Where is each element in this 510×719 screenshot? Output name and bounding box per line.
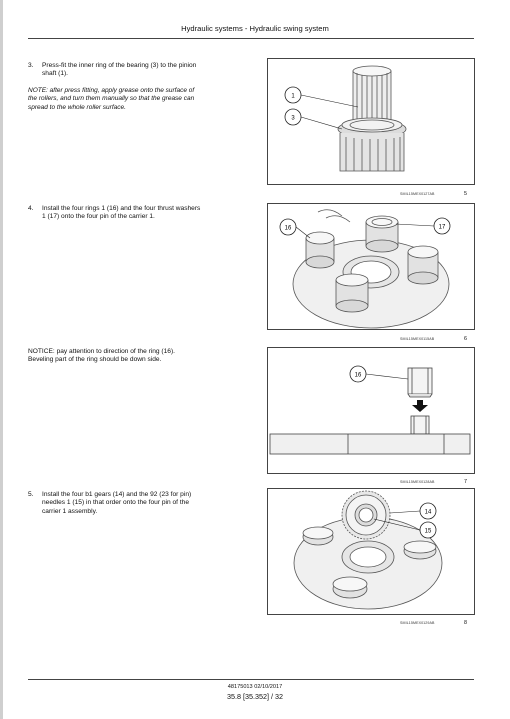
planet-gear	[341, 490, 391, 540]
notice-line-2: Beveling part of the ring should be down…	[28, 356, 162, 364]
figure-8-gears-needles: 14 15	[267, 488, 475, 615]
callout-3: 3	[284, 108, 302, 126]
gears-needles-illustration: 14 15	[293, 490, 443, 610]
step-text-line-2: needles 1 (15) in that order onto the fo…	[42, 499, 189, 507]
carrier-rings-illustration: 16 17	[279, 209, 451, 329]
ring-post-left	[302, 526, 334, 546]
step-text-line-1: Press-fit the inner ring of the bearing …	[42, 62, 197, 69]
note-line-2: the rollers, and turn them manually so t…	[28, 95, 195, 103]
step-text-line-3: carrier 1 assembly.	[42, 507, 98, 515]
callout-15: 15	[419, 521, 437, 539]
footer-rule	[28, 679, 474, 680]
figure-number: 5	[464, 191, 467, 197]
page-edge	[0, 0, 3, 719]
figure-code: SMIL15MEX0115AB	[400, 337, 435, 341]
step-text-line-1: Install the four rings 1 (16) and the fo…	[42, 205, 201, 212]
step-number: 4.	[28, 205, 34, 212]
callout-16: 16	[349, 365, 367, 383]
figure-5-pinion-bearing: 1 3	[267, 58, 475, 185]
callout-label: 16	[355, 373, 362, 379]
callout-label: 17	[439, 225, 446, 231]
callout-label: 3	[291, 116, 295, 122]
figure-number: 6	[464, 336, 467, 342]
ring-post-left	[305, 231, 335, 269]
ring-post-top	[365, 215, 399, 253]
notice-ring-direction: NOTICE: pay attention to direction of th…	[28, 348, 258, 365]
figure-code: SMIL15MEX0127AB	[400, 192, 435, 196]
page-header: Hydraulic systems - Hydraulic swing syst…	[181, 24, 329, 33]
step-number: 5.	[28, 491, 34, 498]
figure-6-carrier-rings: 16 17	[267, 203, 475, 330]
header-rule	[28, 38, 474, 39]
callout-label: 16	[285, 226, 292, 232]
callout-14: 14	[419, 502, 437, 520]
figure-7-ring-direction: 16	[267, 347, 475, 474]
pinion-bearing-illustration: 1 3	[284, 65, 407, 172]
step-text-line-1: Install the four b1 gears (14) and the 9…	[42, 491, 192, 498]
ring-direction-illustration: 16	[269, 365, 471, 455]
ring-post-bottom	[332, 576, 368, 599]
ring-post-right	[403, 540, 437, 560]
notice-line-1: NOTICE: pay attention to direction of th…	[28, 348, 175, 355]
ring-post-bottom	[335, 273, 369, 313]
callout-17: 17	[433, 217, 451, 235]
note-line-3: spread to the whole roller surface.	[28, 103, 126, 111]
callout-16: 16	[279, 218, 297, 236]
callout-label: 15	[425, 529, 432, 535]
callout-label: 14	[425, 510, 432, 516]
step-number: 3.	[28, 62, 34, 69]
step-3-note: NOTE: after press fitting, apply grease …	[28, 87, 256, 112]
step-3: 3. Press-fit the inner ring of the beari…	[28, 62, 252, 82]
callout-1: 1	[284, 86, 302, 104]
step-text-line-2: 1 (17) onto the four pin of the carrier …	[42, 213, 155, 221]
figure-code: SMIL15MEX0128AB	[400, 480, 435, 484]
figure-number: 8	[464, 620, 467, 626]
down-arrow-icon	[412, 400, 428, 412]
callout-label: 1	[291, 94, 295, 100]
ring-post-right	[407, 245, 439, 285]
footer-page-number: 35.8 [35.352] / 32	[227, 692, 283, 701]
step-text-line-2: shaft (1).	[42, 70, 69, 78]
note-line-1: NOTE: after press fitting, apply grease …	[28, 87, 195, 94]
step-5: 5. Install the four b1 gears (14) and th…	[28, 491, 252, 519]
figure-code: SMIL15MEX0129AB	[400, 621, 435, 625]
figure-number: 7	[464, 479, 467, 485]
footer-document-id: 48175013 02/10/2017	[227, 684, 283, 690]
step-4: 4. Install the four rings 1 (16) and the…	[28, 205, 252, 225]
